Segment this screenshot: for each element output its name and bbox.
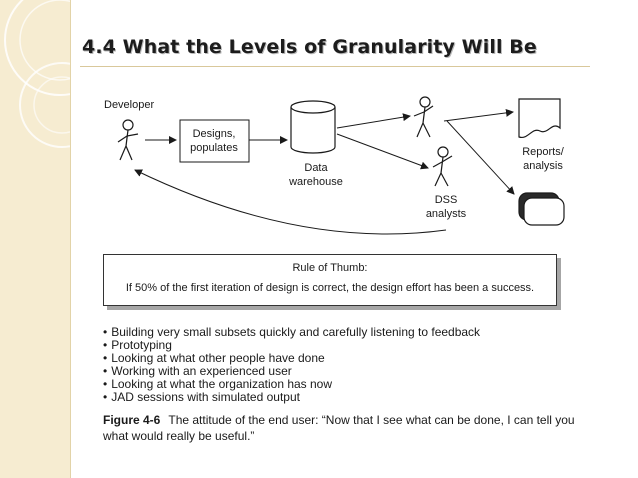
- bullet-text: Looking at what the organization has now: [111, 377, 333, 391]
- bullet-text: Working with an experienced user: [111, 364, 292, 378]
- designs-populates-box: [179, 119, 250, 163]
- figure-caption-text: The attitude of the end user: “Now that …: [103, 413, 575, 443]
- rule-of-thumb-title: Rule of Thumb:: [292, 262, 368, 274]
- developer-label: Developer: [104, 99, 154, 111]
- bullet-text: Looking at what other people have done: [111, 351, 325, 365]
- reports-label-line1: Reports/: [522, 146, 565, 158]
- bullet-icon: •: [103, 325, 108, 339]
- arrow-user-to-reports: [443, 108, 514, 122]
- process-label-line1: Designs,: [193, 128, 236, 140]
- bullet-icon: •: [103, 338, 108, 352]
- stacked-screens-icon: [518, 192, 565, 226]
- slide-title: 4.4 What the Levels of Granularity Will …: [82, 36, 537, 58]
- list-item: •Looking at what other people have done: [103, 352, 480, 365]
- list-item: •Looking at what the organization has no…: [103, 378, 480, 391]
- end-user-stick-figure-icon: [413, 96, 434, 138]
- bullet-text: JAD sessions with simulated output: [111, 390, 300, 404]
- rule-of-thumb-text: If 50% of the first iteration of design …: [125, 282, 535, 294]
- dss-label-line1: DSS: [435, 194, 458, 206]
- title-divider: [80, 66, 590, 67]
- decorative-left-band: [0, 0, 71, 478]
- list-item: •JAD sessions with simulated output: [103, 391, 480, 404]
- data-warehouse-cylinder-icon: [290, 100, 336, 154]
- report-document-icon: [518, 98, 561, 139]
- bullet-icon: •: [103, 390, 108, 404]
- bullet-icon: •: [103, 364, 108, 378]
- bullet-icon: •: [103, 351, 108, 365]
- decorative-circles: [4, 0, 70, 148]
- list-item: •Working with an experienced user: [103, 365, 480, 378]
- arrow-warehouse-to-dss: [336, 133, 429, 170]
- bullet-text: Prototyping: [111, 338, 172, 352]
- arrow-warehouse-to-user: [336, 113, 411, 129]
- process-label-line2: populates: [190, 142, 238, 154]
- list-item: •Prototyping: [103, 339, 480, 352]
- dss-analyst-stick-figure-icon: [432, 146, 453, 187]
- reports-label-line2: analysis: [523, 160, 563, 172]
- bullet-icon: •: [103, 377, 108, 391]
- figure-label: Figure 4-6: [103, 413, 161, 427]
- rule-of-thumb-box: Rule of Thumb: If 50% of the first itera…: [103, 254, 557, 306]
- warehouse-label-line2: warehouse: [288, 176, 343, 188]
- developer-stick-figure-icon: [117, 119, 139, 161]
- bullet-text: Building very small subsets quickly and …: [111, 325, 481, 339]
- list-item: •Building very small subsets quickly and…: [103, 326, 480, 339]
- arrow-user-to-analysis: [446, 120, 515, 195]
- feedback-arrow: [134, 169, 447, 235]
- warehouse-label-line1: Data: [304, 162, 328, 174]
- bullet-list: •Building very small subsets quickly and…: [103, 326, 480, 404]
- dss-label-line2: analysts: [426, 208, 467, 220]
